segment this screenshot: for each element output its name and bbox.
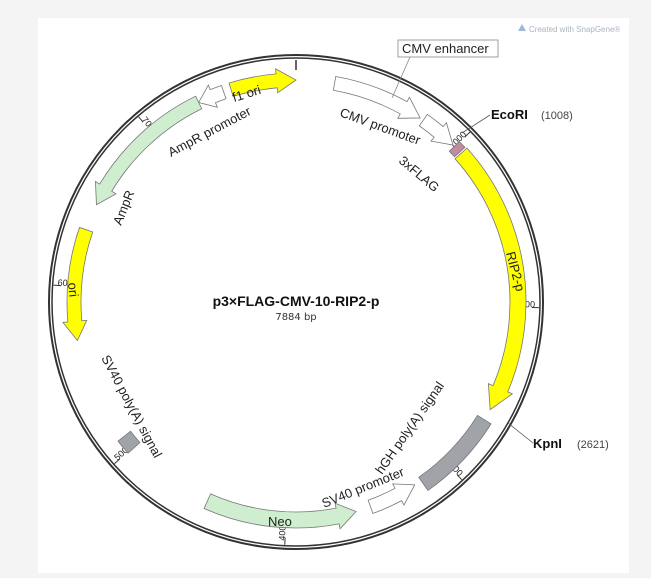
plasmid-name: p3×FLAG-CMV-10-RIP2-p [213, 293, 380, 309]
enzyme-labels: EcoRI (1008) KpnI (2621) [461, 107, 609, 451]
snapgene-watermark: Created with SnapGene® [518, 24, 620, 34]
enzyme-ecori-position: (1008) [541, 110, 573, 122]
cmv-enhancer-label-box [397, 39, 499, 58]
plasmid-length: 7884 bp [275, 312, 316, 323]
feature-ori [62, 226, 94, 342]
tick-1000 [464, 131, 471, 138]
watermark-text: Created with SnapGene® [529, 25, 620, 34]
feature-label-ori: ori [65, 282, 81, 298]
feature-rip2-p [454, 147, 527, 411]
feature-neo [203, 493, 357, 530]
enzyme-ecori-name: EcoRI [491, 107, 528, 122]
feature-ampr-promoter [198, 84, 227, 108]
enzyme-kpni-position: (2621) [577, 439, 609, 451]
tick-5000 [114, 458, 121, 464]
map-canvas [38, 18, 629, 573]
feature-cmv-enhancer [332, 76, 421, 119]
feature-sv40-polya [117, 430, 141, 454]
feature-f1-ori [228, 68, 297, 97]
cmv-enhancer-leader [391, 56, 411, 99]
enzyme-kpni-name: KpnI [533, 436, 562, 451]
snapgene-logo-icon [518, 24, 526, 31]
feature-3xflag [448, 140, 466, 158]
tick-3000 [456, 474, 463, 481]
tick-label-4000: 4000 [277, 520, 288, 540]
backbone-inner [51, 57, 541, 547]
features [62, 68, 527, 530]
feature-label-cmv-enhancer: CMV enhancer [402, 41, 489, 56]
feature-cmv-promoter [418, 113, 454, 146]
feature-hgh-polya [418, 414, 492, 491]
backbone-outer [48, 54, 544, 550]
feature-label-neo: Neo [268, 514, 292, 529]
ecori-leader [461, 114, 491, 134]
kpni-leader [507, 422, 534, 444]
feature-ampr [94, 95, 203, 206]
tick-7000 [138, 116, 144, 123]
backbone [48, 54, 544, 550]
feature-sv40-promoter [367, 483, 416, 514]
